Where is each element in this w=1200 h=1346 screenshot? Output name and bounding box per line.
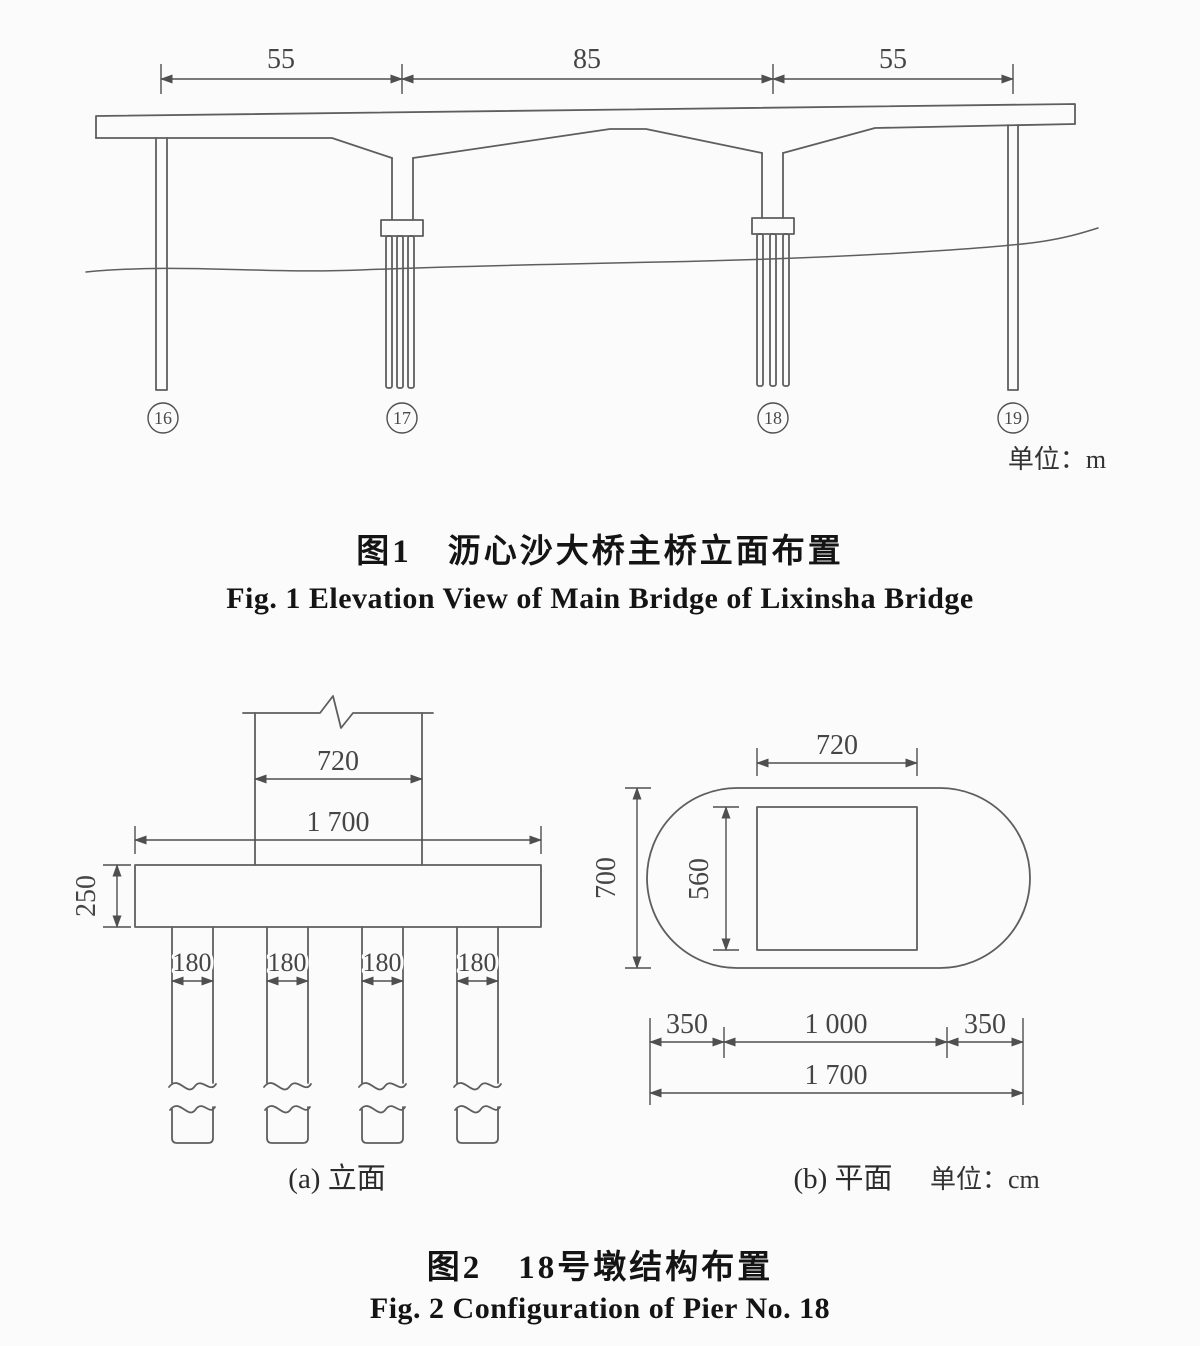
break-wave	[358, 1082, 407, 1091]
pile-width-dim: 180	[173, 948, 212, 977]
pile-stub	[266, 1106, 309, 1144]
pile-group: 180	[168, 926, 217, 1144]
cap-width-dim: 1 700	[307, 807, 370, 838]
fig2b-plan: 720 700 560 350 1 000 350	[588, 727, 1040, 1196]
fig1-unit-note: 单位：m	[1008, 445, 1106, 474]
fig1-span-dimensions: 55 85 55	[159, 41, 1015, 94]
break-wave	[169, 1105, 216, 1114]
pier-column-section	[756, 806, 918, 951]
fig1-pier-19	[1007, 124, 1019, 391]
fig1-pier-18	[751, 152, 795, 387]
pile-stub	[171, 1106, 214, 1144]
fig2-caption-zh: 图2 18号墩结构布置	[426, 1250, 774, 1286]
pier-number: 16	[154, 408, 172, 428]
plan-right-offset-dim: 350	[964, 1009, 1006, 1040]
fig2-unit-note: 单位：cm	[930, 1165, 1040, 1194]
pier-number: 17	[393, 408, 411, 428]
deck-bottom-right	[782, 123, 1076, 154]
cap-thickness-dim: 250	[71, 875, 102, 917]
fig2a-elevation: 720 1 700 250 180	[68, 695, 543, 1195]
pile-group: 180	[453, 926, 502, 1144]
fig1-pier-labels: 16 17 18 19	[147, 402, 1029, 434]
break-wave	[454, 1105, 501, 1114]
span-dim-left: 55	[267, 44, 295, 75]
fig1-caption-en: Fig. 1 Elevation View of Main Bridge of …	[226, 582, 974, 615]
pier-column	[155, 137, 168, 391]
pier-number: 19	[1004, 408, 1022, 428]
pile-stub	[456, 1106, 499, 1144]
fig2-caption-en: Fig. 2 Configuration of Pier No. 18	[369, 1292, 831, 1325]
fig2-pier-drawing: 720 1 700 250 180	[68, 695, 1040, 1196]
fig1-pier-17	[380, 157, 424, 389]
pier-number-circle	[386, 402, 418, 434]
break-wave	[264, 1105, 311, 1114]
plan-mid-dim: 1 000	[805, 1009, 868, 1040]
pile-cap	[134, 864, 542, 928]
pile-cap-plan-outline	[646, 787, 1031, 969]
fig1-girder-deck	[95, 103, 1076, 159]
fig1-caption-zh: 图1 沥心沙大桥主桥立面布置	[356, 534, 844, 570]
deck-top-outline	[95, 103, 1076, 139]
pier-column	[1007, 124, 1019, 391]
pile	[385, 235, 393, 389]
pile-group: 180	[263, 926, 312, 1144]
pier-number-circle	[147, 402, 179, 434]
pier-number: 18	[764, 408, 782, 428]
plan-left-offset-dim: 350	[666, 1009, 708, 1040]
fig2a-subcaption: (a) 立面	[288, 1162, 385, 1195]
fig2b-subcaption: (b) 平面	[793, 1163, 892, 1195]
ground-line	[85, 227, 1099, 273]
break-wave	[453, 1082, 502, 1091]
break-wave	[359, 1105, 406, 1114]
column-width-dim: 720	[317, 746, 359, 777]
fig1-pier-16	[155, 137, 168, 391]
plan-column-width-dim: 720	[816, 730, 858, 761]
pile	[769, 233, 777, 387]
pile	[782, 233, 790, 387]
column-breadth-dim: 560	[684, 858, 715, 900]
pier-number-circle	[757, 402, 789, 434]
pile-cap	[380, 219, 424, 237]
span-dim-mid: 85	[573, 44, 601, 75]
fig1-elevation-drawing: 55 85 55	[85, 41, 1106, 474]
pile	[407, 235, 415, 389]
pile	[756, 233, 764, 387]
pier-number-circle	[997, 402, 1029, 434]
pile-stub	[361, 1106, 404, 1144]
break-wave	[168, 1082, 217, 1091]
deck-bottom-mid	[412, 128, 763, 159]
pile-width-dim: 180	[268, 948, 307, 977]
pile-width-dim: 180	[458, 948, 497, 977]
break-line	[242, 695, 434, 729]
cap-breadth-dim: 700	[591, 857, 622, 899]
pile-group: 180	[358, 926, 407, 1144]
plan-total-dim: 1 700	[805, 1060, 868, 1091]
pile-width-dim: 180	[363, 948, 402, 977]
break-wave	[263, 1082, 312, 1091]
deck-bottom-left	[95, 137, 393, 159]
span-dim-right: 55	[879, 44, 907, 75]
pile-cap	[751, 217, 795, 235]
pile	[396, 235, 404, 389]
